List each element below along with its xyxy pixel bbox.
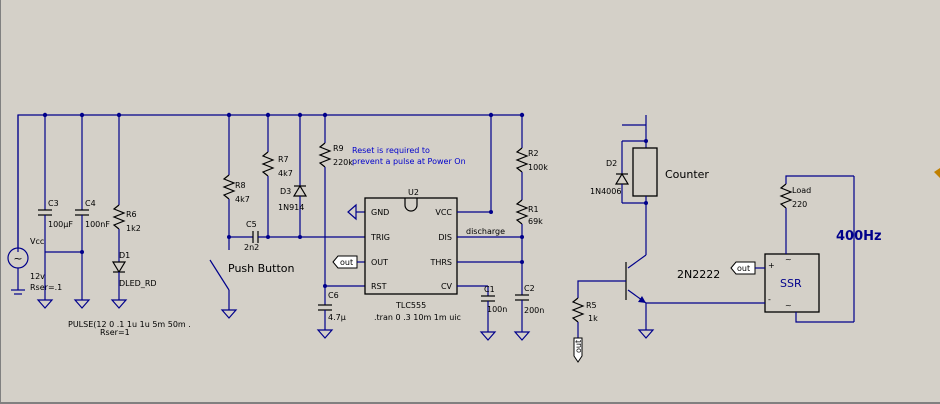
u2-part: TLC555 [395, 301, 426, 310]
ac-source-loop: 400Hz [795, 176, 882, 323]
c6-name: C6 [328, 291, 339, 300]
ssr-name: SSR [780, 277, 802, 290]
r5-name: R5 [586, 301, 597, 310]
resistor-r7[interactable]: R7 4k7 [261, 115, 293, 239]
ssr-tilde-bottom: ~ [785, 301, 792, 310]
r1-value: 69k [528, 217, 543, 226]
c2-name: C2 [524, 284, 535, 293]
u2-pin-cv: CV [441, 282, 453, 291]
resistor-r2[interactable]: R2 100k [515, 115, 548, 200]
out-flag-label: out [340, 258, 353, 267]
capacitor-c4[interactable]: C4 100nF [45, 115, 110, 309]
r7-name: R7 [278, 155, 289, 164]
r8-value: 4k7 [235, 195, 250, 204]
r2-value: 100k [528, 163, 548, 172]
capacitor-c1[interactable]: C1 100n [479, 285, 507, 341]
push-button-label: Push Button [228, 262, 294, 275]
d1-value: DLED_RD [119, 279, 157, 288]
diode-d2[interactable]: D2 1N4006 [590, 140, 646, 204]
transistor-q1[interactable]: 2N2222 [625, 254, 720, 339]
d3-value: 1N914 [278, 203, 304, 212]
vcc-value: 12v [30, 272, 45, 281]
resistor-r8[interactable]: R8 4k7 [222, 115, 250, 237]
r2-name: R2 [528, 149, 539, 158]
out-flag-ssr[interactable]: out [730, 261, 765, 275]
r9-value: 220k [333, 158, 353, 167]
u2-pin-dis: DIS [438, 233, 452, 242]
d1-name: D1 [119, 251, 130, 260]
led-d1[interactable]: D1 DLED_RD [110, 251, 157, 309]
capacitor-c6[interactable]: C6 4.7µ [316, 286, 346, 339]
pulse-label: PULSE(12 0 .1 1u 1u 5m 50m . [68, 320, 191, 329]
scroll-marker-icon[interactable] [934, 168, 940, 178]
r9-name: R9 [333, 144, 344, 153]
c5-value: 2n2 [244, 243, 259, 252]
gnd-symbol-u2 [347, 203, 365, 221]
u2-pin-out: OUT [371, 258, 388, 267]
out-flag-ssr-label: out [737, 264, 750, 273]
resistor-load[interactable]: Load 220 [779, 175, 854, 254]
out-net-flag[interactable]: out [332, 255, 365, 269]
u2-output-wiring: discharge [457, 115, 524, 287]
u2-pin-trig: TRIG [370, 233, 390, 242]
r6-value: 1k2 [126, 224, 141, 233]
ssr-plus: + [768, 261, 775, 270]
ic-u2-tlc555[interactable]: U2 GND TRIG OUT RST VCC DIS THRS CV TLC5… [364, 188, 458, 310]
c1-name: C1 [484, 285, 495, 294]
load-name: Load [792, 186, 811, 195]
reset-note-line1: Reset is required to [352, 146, 430, 155]
c5-name: C5 [246, 220, 257, 229]
diode-d3[interactable]: D3 1N914 [278, 115, 308, 239]
c3-name: C3 [48, 199, 59, 208]
ssr-relay[interactable]: SSR + - ~ ~ [646, 253, 820, 313]
u2-pin-rst: RST [371, 282, 387, 291]
r5-value: 1k [588, 314, 598, 323]
c6-value: 4.7µ [328, 313, 346, 322]
d2-name: D2 [606, 159, 617, 168]
resistor-r9[interactable]: R9 220k [318, 115, 365, 288]
out-flag-r5-label: out [574, 340, 583, 353]
load-value: 220 [792, 200, 807, 209]
counter-label: Counter [665, 168, 709, 181]
vcc-rser: Rser=.1 [30, 283, 62, 292]
q1-value: 2N2222 [677, 268, 720, 281]
d3-name: D3 [280, 187, 291, 196]
r7-value: 4k7 [278, 169, 293, 178]
tran-directive: .tran 0 .3 10m 1m uic [374, 313, 461, 322]
reset-note-line2: prevent a pulse at Power On [352, 157, 466, 166]
r8-name: R8 [235, 181, 246, 190]
push-button-switch[interactable]: Push Button [209, 237, 294, 319]
resistor-r6[interactable]: R6 1k2 [112, 115, 141, 262]
svg-text:~: ~ [13, 252, 22, 265]
c4-name: C4 [85, 199, 96, 208]
capacitor-c5[interactable]: C5 2n2 [227, 220, 365, 252]
r1-name: R1 [528, 205, 539, 214]
out-flag-r5[interactable]: out [573, 337, 583, 363]
c1-value: 100n [487, 305, 507, 314]
resistor-r5[interactable]: R5 1k [571, 280, 626, 338]
u2-pin-vcc: VCC [435, 208, 452, 217]
capacitor-c3[interactable]: C3 100µF [36, 115, 73, 309]
u2-pin-thrs: THRS [429, 258, 452, 267]
c4-value: 100nF [85, 220, 110, 229]
vcc-name: Vcc [30, 237, 44, 246]
discharge-net-label: discharge [466, 227, 505, 236]
ssr-tilde-top: ~ [785, 255, 792, 264]
r6-name: R6 [126, 210, 137, 219]
pulse-rser-label: Rser=1 [100, 328, 130, 337]
freq-label: 400Hz [836, 229, 882, 244]
resistor-r1[interactable]: R1 69k [515, 199, 543, 295]
capacitor-c2[interactable]: C2 200n [513, 284, 544, 341]
c2-value: 200n [524, 306, 544, 315]
vcc-source[interactable]: ~ Vcc 12v Rser=.1 [7, 115, 62, 295]
u2-name: U2 [408, 188, 419, 197]
c3-value: 100µF [48, 220, 73, 229]
ssr-minus: - [768, 295, 771, 304]
d2-value: 1N4006 [590, 187, 621, 196]
u2-pin-gnd: GND [371, 208, 389, 217]
